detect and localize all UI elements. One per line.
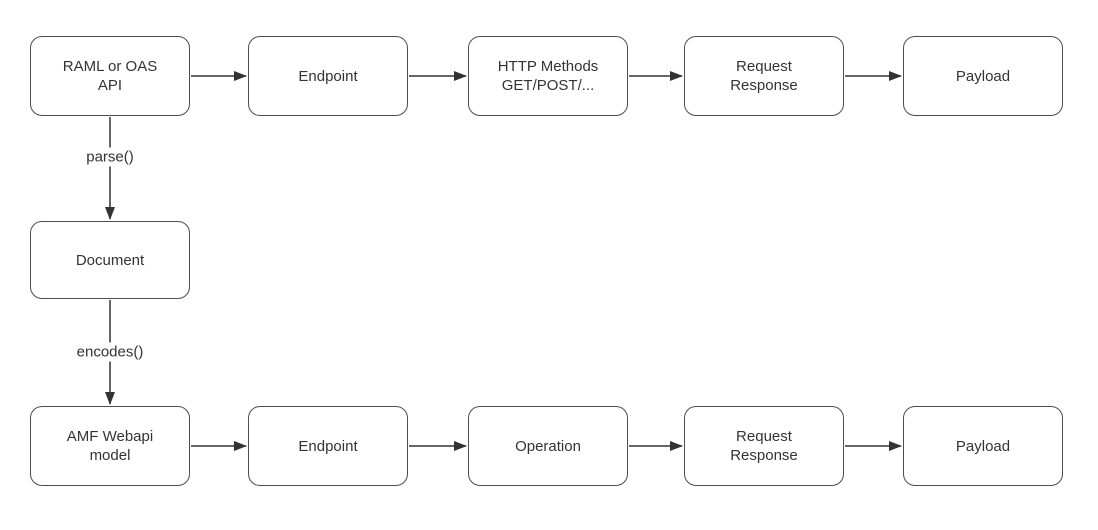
node-request-response-bottom: Request Response bbox=[684, 406, 844, 486]
node-request-response-top: Request Response bbox=[684, 36, 844, 116]
edge-label-parse: parse() bbox=[83, 147, 137, 167]
node-raml-or-oas-api: RAML or OAS API bbox=[30, 36, 190, 116]
edge-label-encodes: encodes() bbox=[73, 342, 147, 362]
node-document: Document bbox=[30, 221, 190, 299]
node-payload-bottom: Payload bbox=[903, 406, 1063, 486]
node-payload-top: Payload bbox=[903, 36, 1063, 116]
node-endpoint-bottom: Endpoint bbox=[248, 406, 408, 486]
node-amf-webapi-model: AMF Webapi model bbox=[30, 406, 190, 486]
node-http-methods: HTTP Methods GET/POST/... bbox=[468, 36, 628, 116]
node-endpoint-top: Endpoint bbox=[248, 36, 408, 116]
node-operation: Operation bbox=[468, 406, 628, 486]
